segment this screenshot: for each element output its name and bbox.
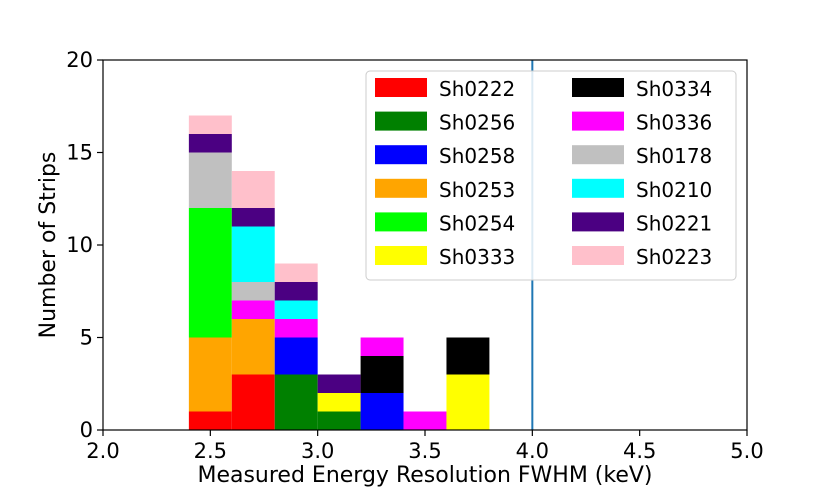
legend-swatch-sh0221 (572, 212, 624, 232)
bar-segment-sh0258-bin-4 (360, 393, 404, 430)
bar-segment-sh0223-bin-0 (188, 115, 232, 134)
legend-label-sh0210: Sh0210 (636, 178, 712, 202)
legend-swatch-sh0254 (375, 212, 427, 232)
x-tick-label: 4.5 (623, 439, 656, 463)
bar-segment-sh0210-bin-2 (274, 300, 318, 319)
bar-segment-sh0336-bin-4 (360, 337, 404, 356)
bar-segment-sh0336-bin-5 (403, 411, 447, 430)
bar-segment-sh0256-bin-3 (317, 411, 361, 430)
legend-label-sh0223: Sh0223 (636, 245, 712, 269)
legend-label-sh0222: Sh0222 (439, 77, 515, 101)
legend-swatch-sh0223 (572, 246, 624, 265)
y-tick-label: 20 (66, 48, 93, 72)
y-axis-label: Number of Strips (36, 152, 61, 339)
bar-segment-sh0334-bin-4 (360, 356, 404, 393)
y-tick-label: 10 (66, 233, 93, 257)
legend-label-sh0258: Sh0258 (439, 144, 515, 168)
bar-segment-sh0223-bin-1 (231, 171, 275, 208)
legend-swatch-sh0333 (375, 246, 427, 265)
bar-segment-sh0178-bin-0 (188, 152, 232, 208)
legend-swatch-sh0258 (375, 145, 427, 165)
legend-swatch-sh0256 (375, 111, 427, 131)
legend-swatch-sh0334 (572, 78, 624, 97)
legend-label-sh0253: Sh0253 (439, 178, 515, 202)
legend-swatch-sh0253 (375, 178, 427, 198)
legend-label-sh0178: Sh0178 (636, 144, 712, 168)
bar-segment-sh0221-bin-2 (274, 282, 318, 301)
bar-segment-sh0223-bin-2 (274, 263, 318, 282)
bar-segment-sh0210-bin-1 (231, 226, 275, 282)
bar-segment-sh0221-bin-1 (231, 208, 275, 227)
bar-segment-sh0258-bin-2 (274, 337, 318, 375)
bar-segment-sh0256-bin-2 (274, 374, 318, 430)
bar-segment-sh0336-bin-2 (274, 319, 318, 338)
bar-segment-sh0333-bin-6 (446, 374, 490, 430)
bar-segment-sh0222-bin-0 (188, 411, 232, 430)
x-tick-label: 3.5 (408, 439, 441, 463)
x-tick-label: 2.0 (86, 439, 119, 463)
x-tick-label: 2.5 (194, 439, 227, 463)
x-tick-label: 4.0 (516, 439, 549, 463)
legend-swatch-sh0222 (375, 78, 427, 97)
y-axis-ticks: 0 5 10 15 20 (66, 48, 103, 442)
bar-segment-sh0333-bin-3 (317, 393, 361, 412)
legend-swatch-sh0210 (572, 178, 624, 198)
legend-label-sh0254: Sh0254 (439, 211, 515, 235)
legend-box (365, 70, 737, 281)
y-tick-label: 15 (66, 141, 93, 165)
bar-segment-sh0221-bin-3 (317, 374, 361, 393)
bar-segment-sh0254-bin-0 (188, 208, 232, 338)
legend-label-sh0336: Sh0336 (636, 111, 712, 135)
x-axis-label: Measured Energy Resolution FWHM (keV) (197, 463, 652, 488)
legend-label-sh0333: Sh0333 (439, 245, 515, 269)
bar-segment-sh0336-bin-1 (231, 300, 275, 319)
legend-label-sh0256: Sh0256 (439, 111, 515, 135)
bar-segment-sh0253-bin-0 (188, 337, 232, 412)
legend-swatch-sh0336 (572, 111, 624, 131)
bar-segment-sh0334-bin-6 (446, 337, 490, 375)
y-tick-label: 0 (80, 418, 93, 442)
bars-layer (188, 115, 490, 430)
bar-segment-sh0221-bin-0 (188, 134, 232, 153)
bar-segment-sh0222-bin-1 (231, 374, 275, 430)
legend-label-sh0334: Sh0334 (636, 77, 712, 101)
bar-segment-sh0178-bin-1 (231, 282, 275, 301)
legend-label-sh0221: Sh0221 (636, 211, 712, 235)
x-tick-label: 5.0 (730, 439, 763, 463)
y-tick-label: 5 (80, 326, 93, 350)
x-axis-ticks: 2.0 2.5 3.0 3.5 4.0 4.5 5.0 (86, 430, 764, 463)
x-tick-label: 3.0 (301, 439, 334, 463)
legend-swatch-sh0178 (572, 145, 624, 165)
bar-segment-sh0253-bin-1 (231, 319, 275, 375)
